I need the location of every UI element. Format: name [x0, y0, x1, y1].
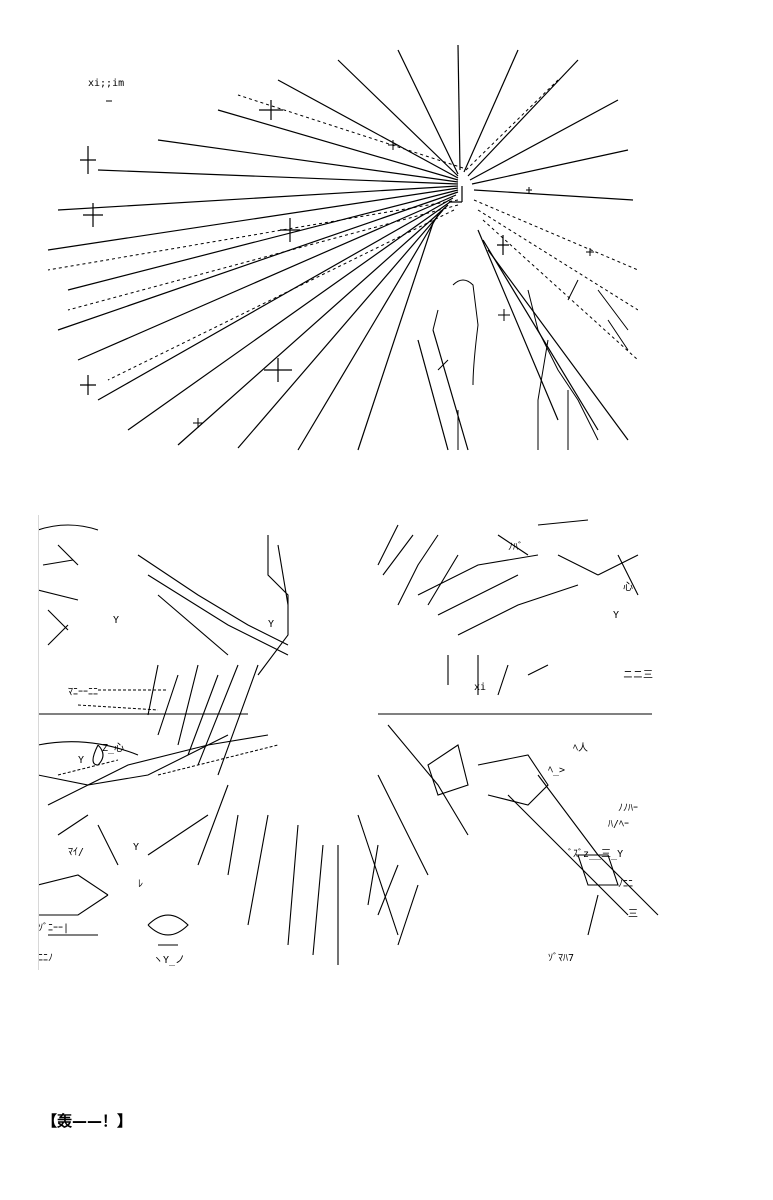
ascii-label-left-11: ﾚ: [138, 879, 143, 890]
ascii-label-right-4: xi: [474, 682, 486, 693]
ascii-label-left-6: ﾏｲ/: [68, 847, 84, 858]
ascii-label-right-1: ﾉﾊﾞ: [508, 541, 523, 553]
ascii-label-right-6: ﾍ人: [573, 742, 588, 754]
ascii-label-right-13: ｿﾞﾏﾊ7: [548, 952, 574, 964]
panel-left-rule: [38, 515, 39, 970]
ascii-label-right-10: ﾞｽﾞz__三_Y: [568, 848, 623, 860]
ascii-label-left-7: ﾏﾆｰｰﾆﾆ: [68, 687, 98, 698]
ascii-label-right-12: 三: [628, 909, 638, 920]
ascii-art-panel-top: xi;;im: [38, 40, 638, 452]
ascii-label-left-3: Y: [133, 842, 139, 853]
ascii-label-right-2: 心: [623, 581, 633, 593]
ascii-label-right-7: ﾍ_>: [548, 765, 565, 776]
ascii-label-left-1: Y: [113, 615, 119, 626]
ascii-text-fragment: xi;;im: [88, 78, 124, 89]
ascii-label-left-10: ヽY_ノ: [153, 955, 185, 966]
ascii-art-panel-bottom: Y Y Y Y Z_心 ﾏｲ/ ﾏﾆｰｰﾆﾆ ｿﾞﾆｰｰ| ﾆﾆﾉ ヽY_ノ ﾚ…: [38, 515, 664, 970]
ascii-label-left-8: ｿﾞﾆｰｰ|: [38, 922, 69, 934]
ascii-art-drawing-bottom: Y Y Y Y Z_心 ﾏｲ/ ﾏﾆｰｰﾆﾆ ｿﾞﾆｰｰ| ﾆﾆﾉ ヽY_ノ ﾚ…: [38, 519, 659, 966]
ascii-label-left-5: Z_心: [102, 742, 124, 754]
ascii-label-right-5: ニニ三: [623, 670, 653, 681]
ascii-label-left-2: Y: [78, 755, 84, 766]
sound-effect-caption: 【轰——！】: [42, 1112, 133, 1130]
ascii-label-right-8: ﾉﾉﾊｰ: [618, 803, 638, 814]
ascii-label-right-11: ﾉﾆﾆ: [618, 879, 633, 890]
ascii-label-right-9: ﾊ/ﾍｰ: [608, 819, 629, 830]
ascii-label-right-3: Y: [613, 610, 619, 621]
ascii-art-drawing-top: xi;;im: [47, 44, 638, 451]
ascii-label-left-9: ﾆﾆﾉ: [38, 953, 53, 964]
ascii-label-left-4: Y: [268, 619, 274, 630]
